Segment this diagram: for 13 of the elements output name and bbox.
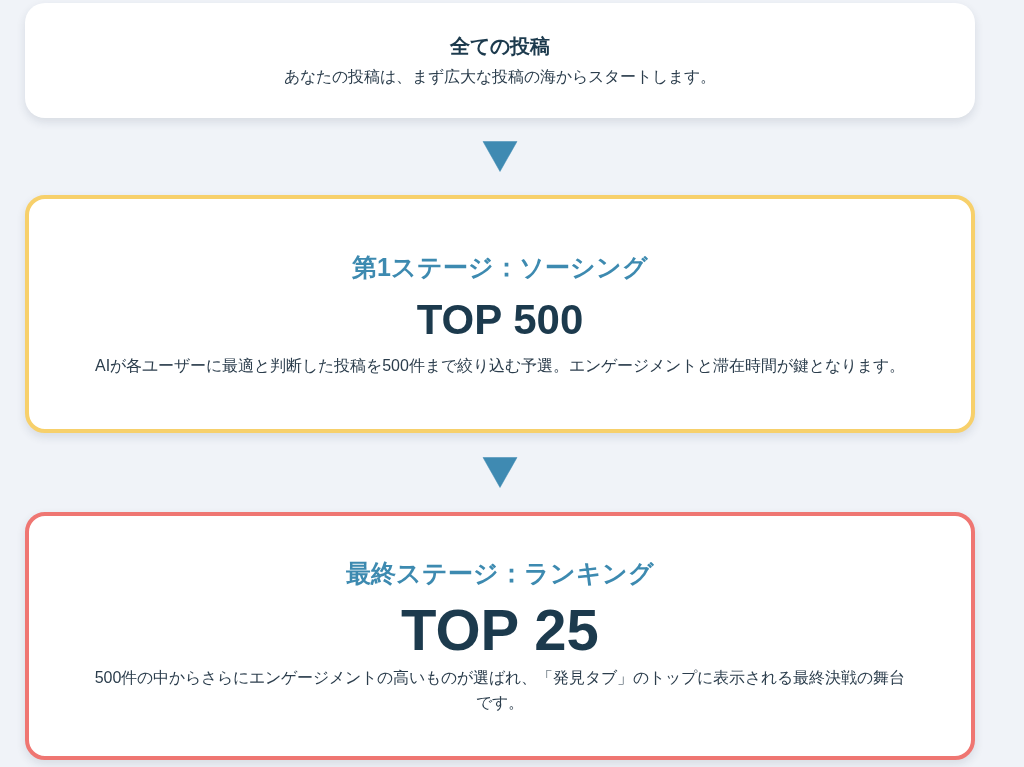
stage-card [25,195,975,433]
arrow [482,457,518,488]
rank-number: TOP 500 [416,294,584,345]
stage-heading: 第1ステージ：ソーシング [352,251,648,283]
stage-heading: 最終ステージ：ランキング [346,558,654,589]
card-heading: 全ての投稿 [450,34,550,59]
description: あなたの投稿は、まず広大な投稿の海からスタートします。 [284,67,716,87]
description: AIが各ユーザーに最適と判断した投稿を500件まで絞り込む予選。エンゲージメントと滞在時間が鍵となります。 [95,355,905,376]
arrow [482,141,518,172]
description: 500件の中からさらにエンゲージメントの高いものが選ばれ、「発見タブ」のトップに表示される最終決戦の舞台です。 [93,668,907,713]
rank-number: TOP 25 [401,597,599,663]
card [25,3,975,118]
stage-card [25,512,975,760]
